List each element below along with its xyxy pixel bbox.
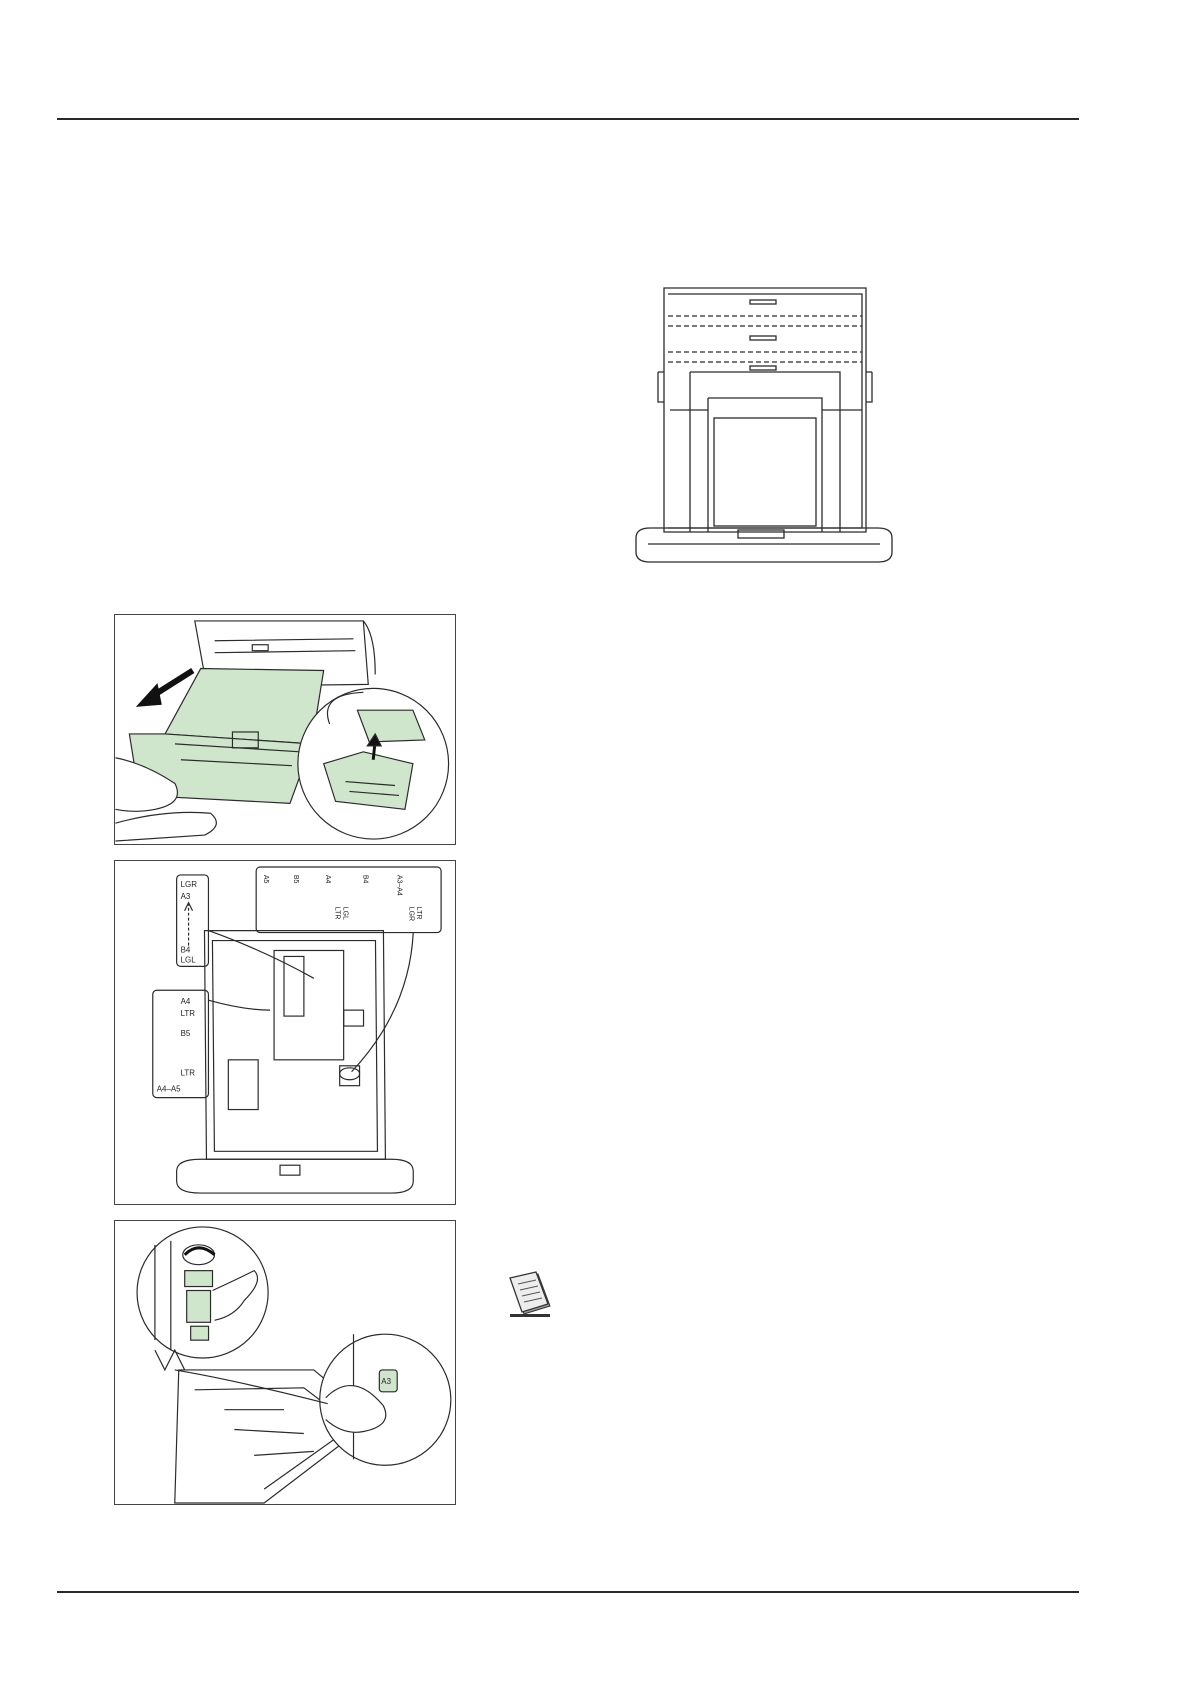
label-top-b5: B5 xyxy=(292,875,299,884)
label-b4: B4 xyxy=(181,945,191,954)
tray-overview-illustration xyxy=(628,282,900,580)
footer-rule xyxy=(57,1591,1079,1593)
label-top-lgr: LGR xyxy=(407,907,414,921)
figure-size-labels: LGR A3 B4 LGL A4 LTR B5 LTR A4–A5 A5 B5 … xyxy=(114,860,456,1205)
label-top-ltr: LTR xyxy=(334,907,341,920)
header-rule xyxy=(57,118,1079,120)
label-lgr: LGR xyxy=(181,880,198,889)
label-top-ltr-2: LTR xyxy=(415,907,422,920)
label-side-a4: A4 xyxy=(181,997,191,1006)
pull-out-tray-drawing xyxy=(115,615,455,844)
size-labels-drawing: LGR A3 B4 LGL A4 LTR B5 LTR A4–A5 A5 B5 … xyxy=(115,861,455,1204)
figure-size-dial: A3 xyxy=(114,1220,456,1505)
label-side-ltr: LTR xyxy=(181,1009,196,1018)
label-top-a3-a4: A3–A4 xyxy=(395,875,402,896)
tray-overview-drawing xyxy=(628,282,900,580)
note-icon xyxy=(508,1270,554,1318)
label-row-top: A5 B5 A4 B4 A3–A4 LTR LGL LGR LTR xyxy=(262,875,422,921)
label-top-a4: A4 xyxy=(324,875,331,884)
label-side-b5: B5 xyxy=(181,1029,191,1038)
label-top-b4: B4 xyxy=(362,875,369,884)
label-stack-side: A4 LTR B5 LTR A4–A5 xyxy=(157,997,196,1093)
label-a3: A3 xyxy=(181,892,191,901)
dial-label-a3: A3 xyxy=(381,1377,391,1386)
label-top-a5: A5 xyxy=(262,875,269,884)
figure-pull-out-tray xyxy=(114,614,456,845)
label-side-ltr-2: LTR xyxy=(181,1069,196,1078)
label-top-lgl: LGL xyxy=(342,907,349,920)
label-stack-top-left: LGR A3 B4 LGL xyxy=(181,880,198,965)
label-side-a4-a5: A4–A5 xyxy=(157,1085,181,1094)
label-lgl: LGL xyxy=(181,955,197,964)
size-dial-drawing: A3 xyxy=(115,1221,455,1504)
